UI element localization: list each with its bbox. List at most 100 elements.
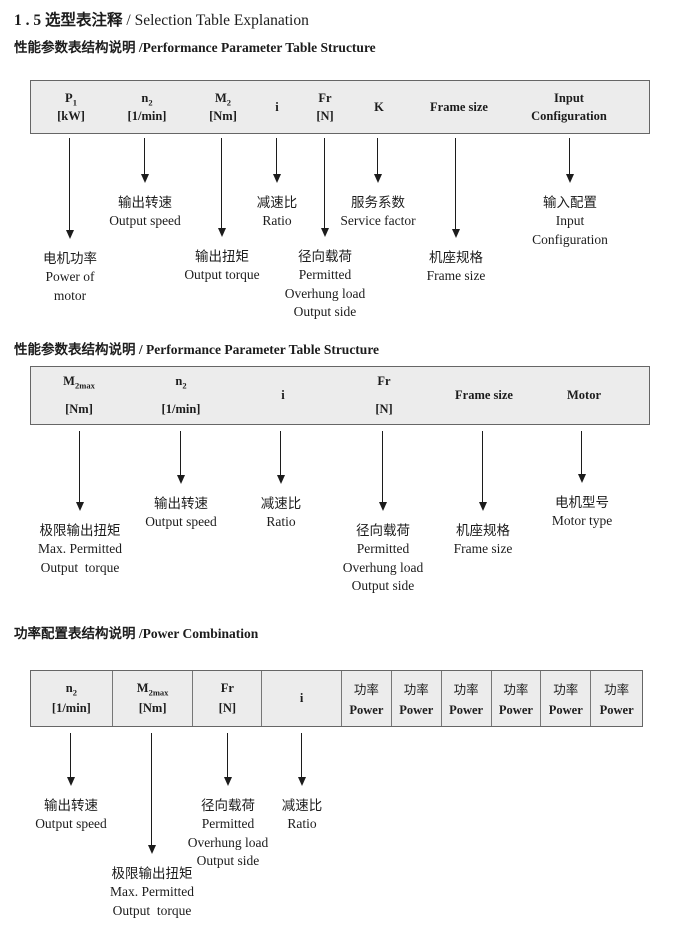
arrow-head <box>320 228 329 237</box>
callout-label: 径向载荷 Permitted Overhung load Output side <box>187 798 269 869</box>
header-unit: [1/min] <box>51 701 91 715</box>
header-unit: Power <box>599 703 634 717</box>
header-unit: [Nm] <box>138 701 167 715</box>
table-header-cell: Fr [N] <box>316 81 333 133</box>
arrow-shaft <box>180 431 182 475</box>
header-subscript: 2 <box>72 687 77 698</box>
callout-label: 径向载荷 Permitted Overhung load Output side <box>342 523 424 594</box>
header-symbol: n2 <box>65 681 77 698</box>
callout-label: 机座规格 Frame size <box>426 250 486 284</box>
header-symbol: M2max <box>136 681 169 698</box>
header-symbol: P1 <box>65 90 77 107</box>
callout-label: 减速比 Ratio <box>281 798 323 832</box>
page-title-number-zh: 1 . 5 选型表注释 <box>14 12 123 29</box>
table-header-cell: 功率 Power <box>591 671 642 726</box>
table-header-cell: Fr[N] <box>375 367 392 424</box>
table-header-cell: Fr[N] <box>193 671 263 726</box>
arrow-head <box>451 229 460 238</box>
arrow-shaft <box>70 733 72 777</box>
arrow-shaft <box>221 138 223 228</box>
section-heading: 性能参数表结构说明 /Performance Parameter Table S… <box>14 40 376 55</box>
header-unit: Power <box>498 703 533 717</box>
arrow-shaft <box>377 138 379 174</box>
arrow-head <box>66 777 75 786</box>
header-unit: [kW] <box>57 108 85 123</box>
header-subscript: 2max <box>148 687 169 698</box>
header-symbol: 功率 <box>353 683 379 697</box>
section-heading: 性能参数表结构说明 / Performance Parameter Table … <box>14 342 380 357</box>
header-table: P1[kW] n2[1/min] M2[Nm] i Fr [N] K Frame size In… <box>30 80 650 134</box>
header-symbol: 功率 <box>553 683 579 697</box>
callout-label: 输出转速 Output speed <box>35 798 107 832</box>
arrow-shaft <box>382 431 384 502</box>
header-unit: [N] <box>316 108 334 123</box>
header-unit: Power <box>449 703 484 717</box>
callout-label: 输入配置 Input Configuration <box>532 195 608 247</box>
table-header-cell: Motor <box>567 367 601 424</box>
header-symbol: Motor <box>566 388 602 402</box>
header-subscript: 2max <box>74 380 95 391</box>
arrow-shaft <box>144 138 146 174</box>
callout-label: 输出转速 Output speed <box>109 195 181 229</box>
callout-label: 减速比 Ratio <box>260 496 302 530</box>
arrow-shaft <box>280 431 282 475</box>
header-unit: [Nm] <box>209 108 237 123</box>
header-subscript: 2 <box>182 380 187 391</box>
callout-label: 减速比 Ratio <box>256 195 298 229</box>
table-header-cell: Frame size <box>430 81 488 133</box>
header-symbol: 功率 <box>604 683 630 697</box>
header-symbol: i <box>275 99 279 114</box>
callout-label: 极限输出扭矩 Max. Permitted Output torque <box>38 523 122 575</box>
header-symbol: Fr <box>318 90 332 105</box>
callout-label: 输出转速 Output speed <box>145 496 217 530</box>
arrow-head <box>565 174 574 183</box>
callout-label: 径向载荷 Permitted Overhung load Output side <box>284 249 366 320</box>
header-symbol: Frame size <box>430 99 488 114</box>
header-symbol: Input <box>554 90 584 105</box>
arrow-head <box>378 502 387 511</box>
callout-label: 输出扭矩 Output torque <box>184 249 260 283</box>
header-unit: [1/min] <box>127 108 167 123</box>
table-header-cell: n2 [1/min] <box>31 671 113 726</box>
table-header-cell: i <box>262 671 342 726</box>
header-subscript: 2 <box>226 97 232 107</box>
arrow-shaft <box>151 733 153 845</box>
header-symbol: K <box>374 99 384 114</box>
header-symbol: 功率 <box>403 683 429 697</box>
header-unit: [1/min] <box>161 402 201 416</box>
callout-label: 电机功率 Power of motor <box>43 251 97 303</box>
table-header-cell: M2max [Nm] <box>113 671 194 726</box>
arrow-head <box>297 777 306 786</box>
arrow-shaft <box>569 138 571 174</box>
header-subscript: 2 <box>148 97 153 107</box>
table-header-cell: M2[Nm] <box>209 81 237 133</box>
header-unit: Configuration <box>531 108 607 123</box>
arrow-head <box>272 174 281 183</box>
header-unit: Power <box>349 703 384 717</box>
table-header-cell: M2max[Nm] <box>63 367 95 424</box>
header-symbol: n2 <box>175 374 187 391</box>
arrow-shaft <box>324 138 326 228</box>
callout-label: 服务系数 Service factor <box>340 195 416 229</box>
header-unit: [Nm] <box>65 402 93 416</box>
arrow-shaft <box>69 138 71 230</box>
arrow-head <box>223 777 232 786</box>
arrow-shaft <box>276 138 278 174</box>
header-symbol: i <box>299 691 304 705</box>
table-header-cell: n2[1/min] <box>128 81 167 133</box>
arrow-head <box>373 174 382 183</box>
header-subscript: 1 <box>72 97 77 107</box>
header-symbol: 功率 <box>503 683 529 697</box>
header-symbol: Fr <box>220 681 234 695</box>
arrow-shaft <box>79 431 81 502</box>
page-title-en: / Selection Table Explanation <box>126 12 309 29</box>
callout-label: 电机型号 Motor type <box>551 495 613 529</box>
table-header-cell: i <box>281 367 284 424</box>
table-header-cell: i <box>275 81 278 133</box>
table-header-cell: 功率 Power <box>492 671 542 726</box>
arrow-shaft <box>581 431 583 474</box>
